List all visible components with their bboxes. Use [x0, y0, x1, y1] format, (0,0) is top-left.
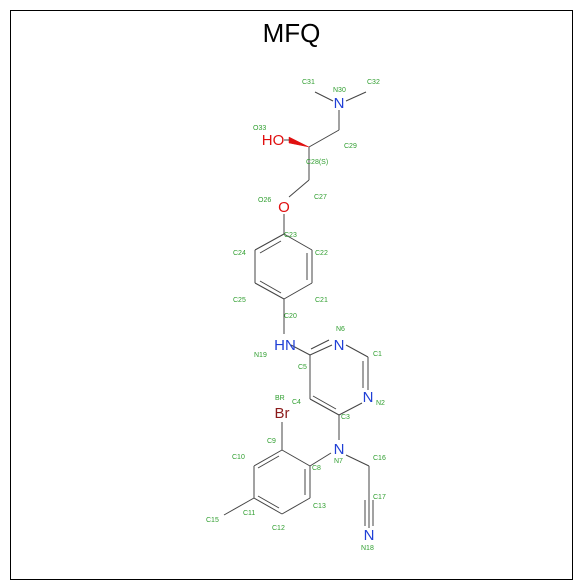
bond-c11-c12 [253, 497, 283, 515]
label-c32: C32 [367, 79, 380, 86]
bond-n2-c3 [338, 402, 363, 416]
label-c3: C3 [341, 414, 350, 421]
bond-n19-c5 [290, 344, 311, 356]
label-o33: O33 [253, 125, 266, 132]
label-n2: N2 [376, 400, 385, 407]
bond-c24-c23 [254, 233, 285, 251]
bond-n30-c32 [345, 91, 367, 102]
bond-c11-c15 [223, 497, 255, 516]
label-c17: C17 [373, 494, 386, 501]
label-c21: C21 [315, 297, 328, 304]
label-o26: O26 [258, 197, 271, 204]
bond-c27-o26 [288, 179, 310, 198]
atom-n6: N [334, 337, 345, 354]
label-c10: C10 [232, 454, 245, 461]
bond-c12-c13 [281, 497, 311, 515]
label-n19: N19 [254, 352, 267, 359]
label-c13: C13 [313, 503, 326, 510]
atom-o33-ho: HO [262, 132, 285, 149]
label-c9: C9 [267, 438, 276, 445]
bond-c5-n6 [309, 344, 333, 356]
bond-c3-c4 [309, 398, 340, 416]
atom-n2: N [363, 389, 374, 406]
bond-c31-n30 [314, 91, 334, 102]
label-c1: C1 [373, 351, 382, 358]
bond-n7-c16 [345, 454, 370, 467]
label-c22: C22 [315, 250, 328, 257]
atom-o26: O [278, 199, 290, 216]
bond-c20-c25-inner [259, 280, 282, 294]
label-c12: C12 [272, 525, 285, 532]
label-c31: C31 [302, 79, 315, 86]
label-c23: C23 [284, 232, 297, 239]
bonds [223, 91, 374, 528]
bond-c8-c9 [281, 449, 311, 467]
bond-n7-c8 [309, 452, 332, 467]
label-br-index: BR [275, 395, 285, 402]
atom-n18: N [364, 527, 375, 544]
atom-n7: N [334, 441, 345, 458]
atom-br: Br [275, 405, 290, 422]
bond-c29-c28 [308, 129, 340, 148]
label-c29: C29 [344, 143, 357, 150]
label-n18: N18 [361, 545, 374, 552]
bond-n6-c1 [345, 344, 369, 358]
label-c16: C16 [373, 455, 386, 462]
stereo-wedge-c28-o33 [288, 136, 310, 148]
atom-n19-hn: HN [274, 337, 296, 354]
label-c25: C25 [233, 297, 246, 304]
label-n7: N7 [334, 458, 343, 465]
bond-c21-c20 [283, 282, 313, 300]
bond-c11-c12-inner [257, 495, 280, 509]
label-c8: C8 [312, 465, 321, 472]
label-c4: C4 [292, 399, 301, 406]
bond-c24-c23-inner [259, 240, 282, 254]
bond-c23-c22 [283, 233, 313, 251]
label-c28: C28(S) [306, 159, 328, 166]
figure-title: MFQ [262, 18, 321, 48]
label-c27: C27 [314, 194, 327, 201]
label-c24: C24 [233, 250, 246, 257]
label-c15: C15 [206, 517, 219, 524]
bond-c5-n6-inner [310, 339, 330, 350]
atom-n30: N [334, 95, 345, 112]
bond-c3-c4-inner [312, 395, 337, 410]
label-n6: N6 [336, 326, 345, 333]
label-c11: C11 [243, 510, 255, 517]
bond-c20-c25 [254, 282, 285, 300]
label-c5: C5 [298, 364, 307, 371]
bond-c9-c10-inner [257, 455, 280, 469]
label-n30: N30 [333, 87, 346, 94]
bond-c9-c10 [253, 449, 283, 467]
label-c20: C20 [284, 313, 297, 320]
